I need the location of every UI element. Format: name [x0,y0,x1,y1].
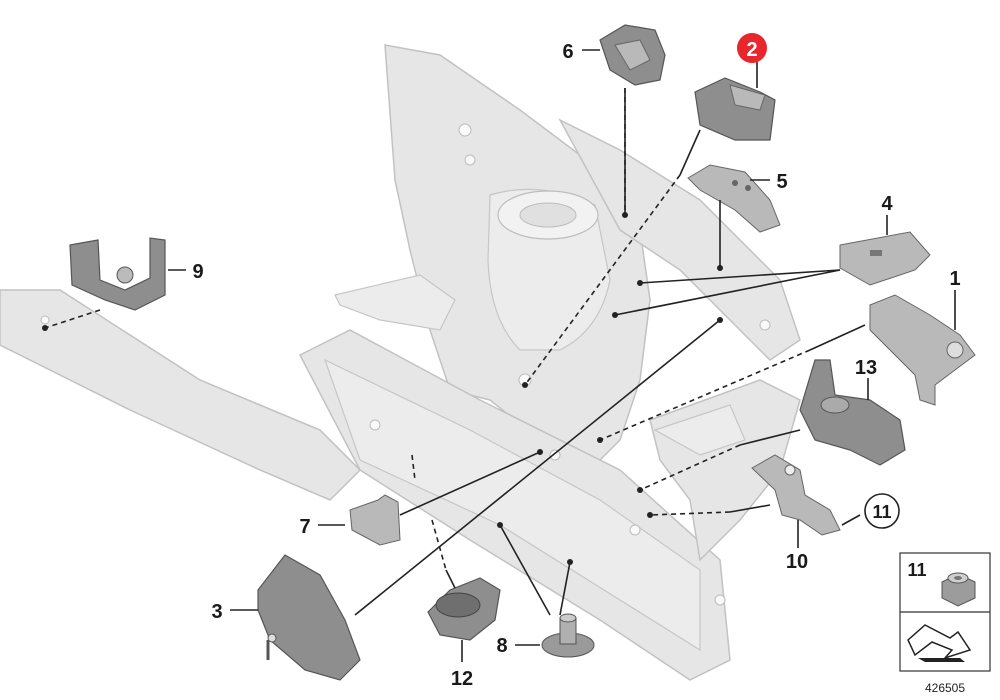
callout-8[interactable]: 8 [496,635,507,657]
callout-4[interactable]: 4 [881,193,893,215]
part-13-mount [799,359,906,466]
callout-3[interactable]: 3 [211,601,222,623]
part-5-reinforcement [687,164,781,233]
part-4-bracket [839,231,931,286]
callouts: 2 6 5 4 1 13 9 7 10 11 3 12 8 [192,33,961,690]
part-7-block [349,494,401,546]
callout-6[interactable]: 6 [562,41,573,63]
part-6-bracket [599,24,666,86]
orientation-arrow-icon [907,624,972,662]
leader-lines [42,49,956,662]
reference-number: 426505 [925,681,965,695]
part-10-bracket [751,454,841,536]
callout-11-circle [864,493,900,529]
part-2-plate [694,77,776,141]
callout-10[interactable]: 10 [786,551,808,573]
part-12-cup [427,577,501,641]
callout-2-highlight-badge [737,33,767,63]
callout-2[interactable]: 2 [746,39,757,61]
body-frame [0,44,801,681]
callout-13[interactable]: 13 [855,357,877,379]
hex-nut-icon [941,572,976,607]
callout-5[interactable]: 5 [776,171,787,193]
callout-1[interactable]: 1 [949,268,960,290]
part-1-bracket [869,294,976,406]
part-8-stud [541,613,595,658]
part-3-bracket [257,554,361,681]
callout-9[interactable]: 9 [192,261,203,283]
callout-12[interactable]: 12 [451,668,473,690]
part-9-bracket [69,237,166,311]
callout-7[interactable]: 7 [299,516,310,538]
legend-box: 11 [899,552,991,672]
callout-11[interactable]: 11 [872,502,891,522]
legend-label-11: 11 [907,560,926,580]
